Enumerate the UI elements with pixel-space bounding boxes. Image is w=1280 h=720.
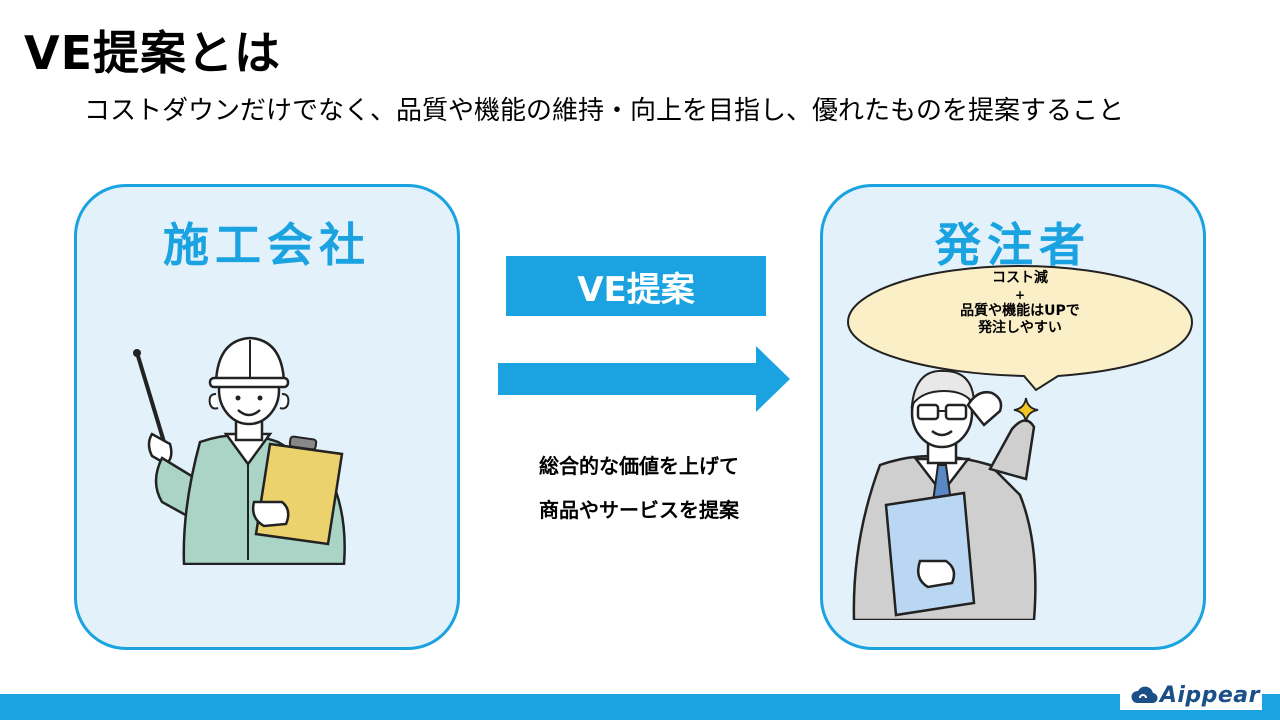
client-businessman-illustration bbox=[852, 369, 1037, 620]
value-description-line-2: 商品やサービスを提案 bbox=[539, 498, 739, 522]
cloud-logo-icon bbox=[1131, 686, 1158, 704]
sparkle-icon bbox=[1013, 397, 1039, 423]
slide-subtitle: コストダウンだけでなく、品質や機能の維持・向上を目指し、優れたものを提案すること bbox=[84, 96, 1125, 126]
footer-bar bbox=[0, 694, 1280, 720]
contractor-title: 施工会社 bbox=[163, 218, 371, 272]
bubble-line-quality: 品質や機能はUPで bbox=[960, 302, 1080, 319]
slide-title: VE提案とは bbox=[24, 26, 282, 80]
right-arrow-icon bbox=[498, 346, 790, 412]
value-description-line-1: 総合的な価値を上げて bbox=[539, 454, 739, 478]
bubble-line-plus: + bbox=[1014, 287, 1026, 302]
contractor-panel: 施工会社 bbox=[74, 184, 460, 650]
brand-logo: Aippear bbox=[1119, 680, 1262, 710]
client-title: 発注者 bbox=[935, 218, 1091, 272]
speech-bubble-text: コスト減 + 品質や機能はUPで 発注しやすい bbox=[846, 270, 1194, 338]
construction-worker-illustration bbox=[133, 336, 346, 565]
bubble-line-easy-order: 発注しやすい bbox=[978, 320, 1062, 336]
ve-proposal-badge: VE提案 bbox=[506, 256, 766, 316]
brand-logo-text: Aippear bbox=[1159, 682, 1260, 708]
speech-bubble bbox=[846, 264, 1194, 392]
bubble-line-cost: コスト減 bbox=[992, 270, 1048, 286]
